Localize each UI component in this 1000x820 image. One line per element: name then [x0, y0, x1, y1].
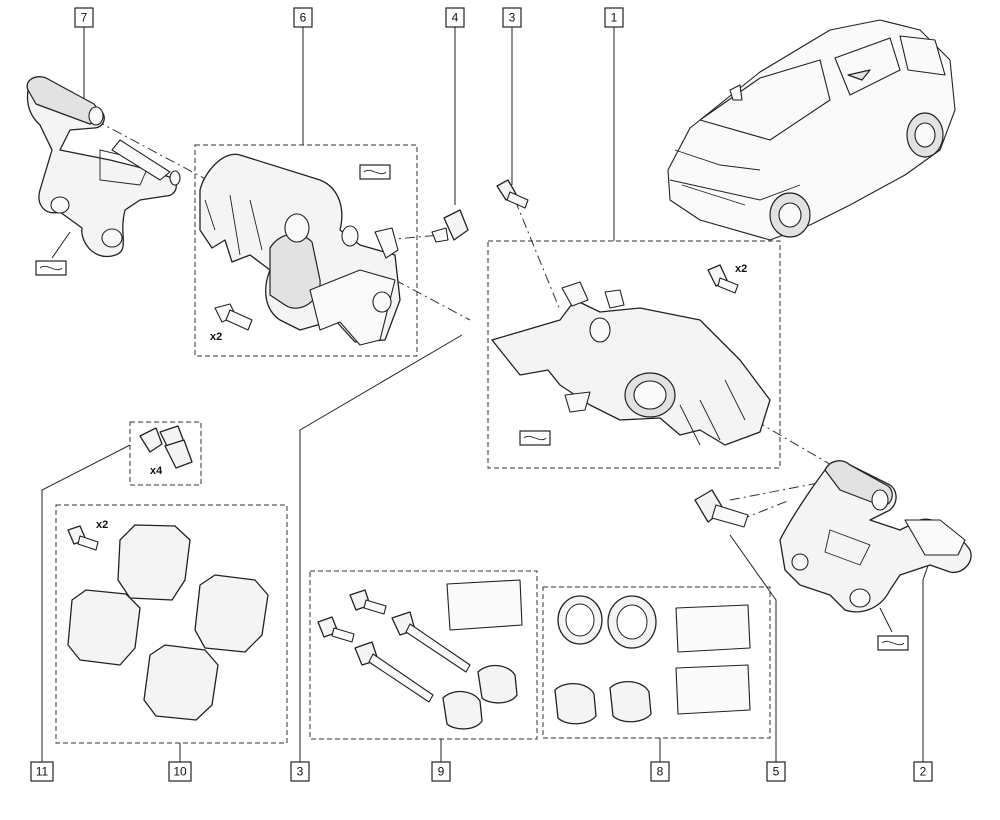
bleed-bolt-kit1 — [707, 264, 739, 294]
bleed-screw-part-4 — [431, 209, 469, 243]
callout-11: 11 — [30, 761, 54, 782]
caliper-bolt-kit6 — [214, 303, 253, 331]
guide-pin-kit-part-9 — [317, 579, 523, 730]
qty-label-kit10: x2 — [96, 519, 108, 531]
callout-7: 7 — [74, 7, 94, 28]
arrow-7 — [51, 231, 71, 259]
pad-bolt-kit10 — [67, 525, 99, 551]
callout-8: 8 — [650, 761, 670, 782]
seal-kit-part-8 — [554, 595, 751, 725]
pad-clips-part-11 — [139, 425, 193, 469]
caliper-carrier-part-7 — [26, 76, 181, 258]
svg-text:8: 8 — [657, 765, 664, 779]
qty-label-kit11: x4 — [150, 465, 163, 477]
callout-5: 5 — [766, 761, 786, 782]
svg-text:7: 7 — [81, 11, 88, 25]
callout-10: 10 — [168, 761, 192, 782]
arrow-2 — [879, 607, 893, 633]
svg-text:11: 11 — [36, 765, 49, 779]
svg-text:9: 9 — [438, 765, 445, 779]
svg-text:10: 10 — [173, 765, 187, 779]
callout-1: 1 — [604, 7, 624, 28]
vehicle-illustration — [667, 19, 956, 241]
callout-4: 4 — [445, 7, 465, 28]
grease-marker-icon — [35, 260, 67, 276]
kit-box-6 — [194, 144, 418, 357]
svg-text:6: 6 — [300, 11, 307, 25]
svg-text:5: 5 — [773, 765, 780, 779]
caliper-assembly-part-6 — [199, 153, 401, 346]
grease-marker-icon — [877, 635, 909, 651]
svg-text:3: 3 — [297, 765, 304, 779]
grease-marker-icon — [519, 430, 551, 446]
svg-text:3: 3 — [509, 11, 516, 25]
grease-marker-icon — [359, 164, 391, 180]
guide-bolt-part-5 — [694, 489, 749, 528]
svg-text:2: 2 — [920, 765, 927, 779]
kit-box-1 — [487, 240, 781, 469]
qty-label-kit1: x2 — [735, 263, 747, 275]
caliper-carrier-part-2 — [779, 460, 972, 613]
kit-box-11 — [129, 421, 202, 486]
kit-box-10 — [55, 504, 288, 744]
brake-pads-part-10 — [67, 524, 269, 721]
kit-box-9 — [309, 570, 538, 740]
callout-6: 6 — [293, 7, 313, 28]
callout-2: 2 — [913, 761, 933, 782]
kit-box-8 — [542, 586, 771, 739]
callout-9: 9 — [431, 761, 451, 782]
leader-lines — [41, 27, 931, 762]
callout-3-top: 3 — [502, 7, 522, 28]
bolt-part-3 — [496, 179, 529, 209]
svg-text:1: 1 — [611, 11, 618, 25]
callout-3-bottom: 3 — [290, 761, 310, 782]
brake-caliper-part-1 — [491, 281, 771, 446]
svg-text:4: 4 — [452, 11, 459, 25]
qty-label-kit6: x2 — [210, 331, 222, 343]
